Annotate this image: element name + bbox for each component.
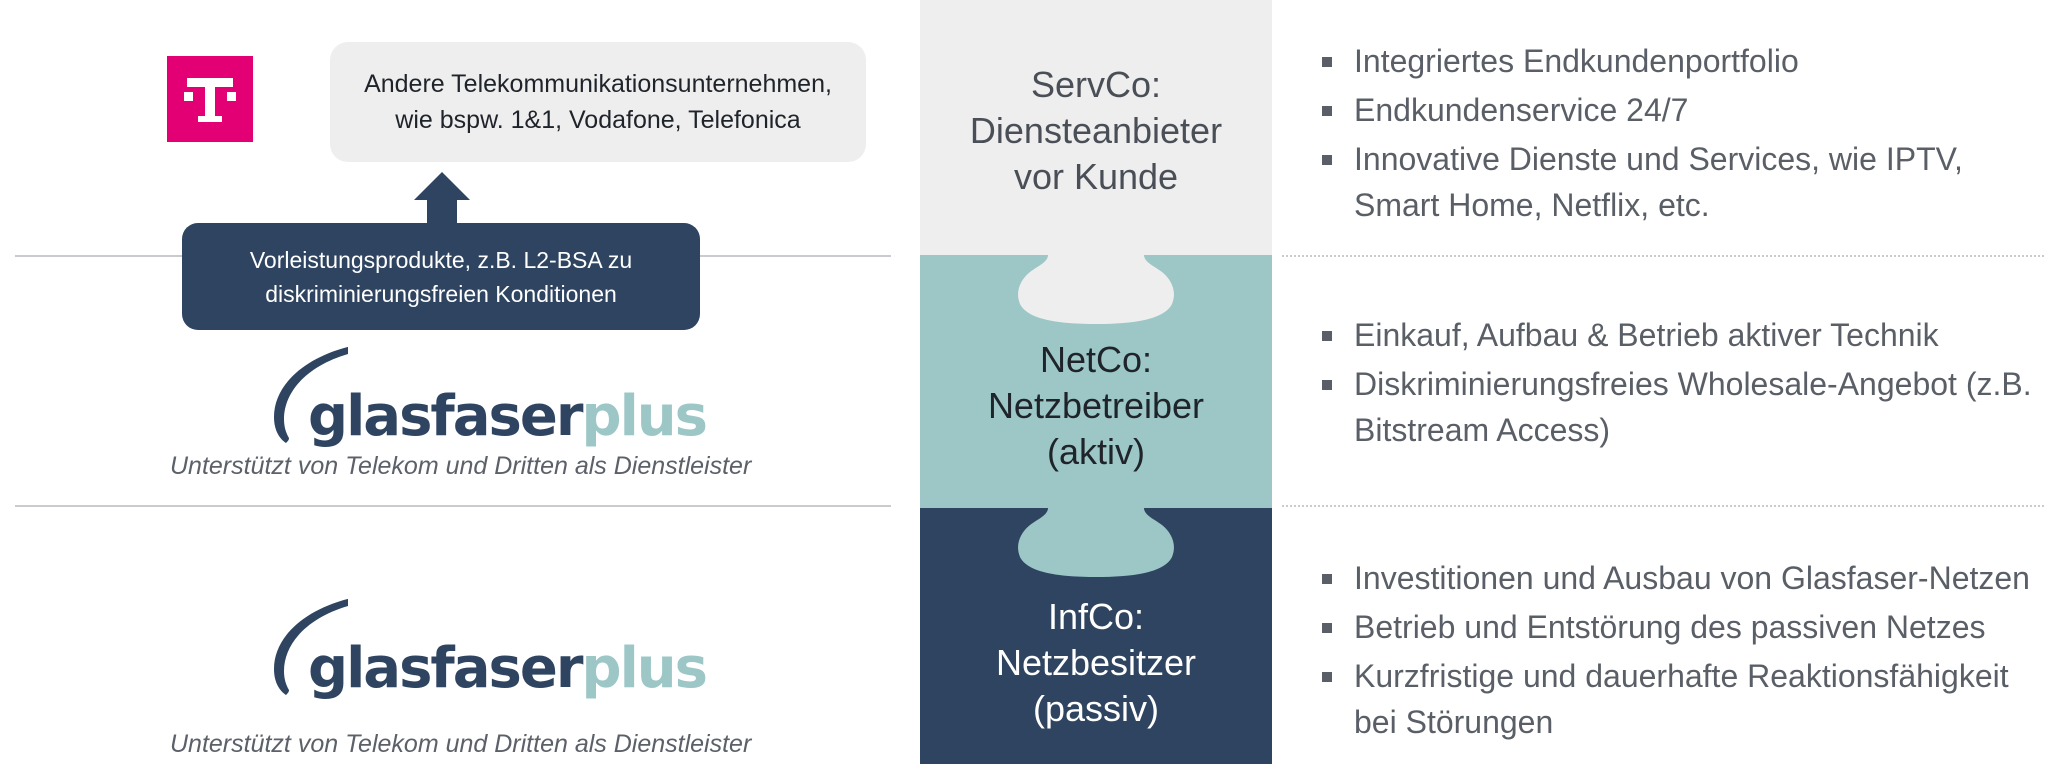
netco-label: NetCo: Netzbetreiber (aktiv) [920, 337, 1272, 475]
bullet-text: Einkauf, Aufbau & Betrieb aktiver Techni… [1354, 317, 1939, 353]
glasfaserplus-caption-infco: Unterstützt von Telekom und Dritten als … [170, 730, 752, 758]
glasfaserplus-caption-netco: Unterstützt von Telekom und Dritten als … [170, 452, 752, 480]
netco-label-line-1: NetCo: [1039, 339, 1153, 380]
servco-label-line-2: Diensteanbieter [969, 110, 1223, 151]
list-item: Diskriminierungsfreies Wholesale-Angebot… [1322, 361, 2032, 453]
list-item: Endkundenservice 24/7 [1322, 87, 1963, 133]
infco-label: InfCo: Netzbesitzer (passiv) [920, 594, 1272, 732]
glasfaser-wordmark: glasfaser [308, 384, 583, 449]
servco-label: ServCo: Diensteanbieter vor Kunde [920, 62, 1272, 200]
list-item: Integriertes Endkundenportfolio [1322, 38, 1963, 84]
infco-label-line-1: InfCo: [1047, 596, 1145, 637]
other-telcos-line-2: wie bspw. 1&1, Vodafone, Telefonica [395, 106, 801, 134]
other-telcos-line-1: Andere Telekommunikationsunternehmen, [364, 70, 832, 98]
layer-puzzle [920, 0, 1272, 764]
bullet-text-cont: bei Störungen [1354, 704, 1554, 740]
swoosh-icon [274, 346, 348, 443]
bullet-text: Kurzfristige und dauerhafte Reaktionsfäh… [1354, 658, 2009, 694]
list-item: Einkauf, Aufbau & Betrieb aktiver Techni… [1322, 312, 2032, 358]
list-item: Innovative Dienste und Services, wie IPT… [1322, 136, 1963, 228]
other-telcos-bubble: Andere Telekommunikationsunternehmen, wi… [330, 42, 866, 162]
infco-bullets: Investitionen und Ausbau von Glasfaser-N… [1322, 555, 2030, 745]
right-separator-top [1282, 255, 2044, 257]
glasfaserplus-logo-infco: glasfaserplus [268, 595, 708, 705]
bullet-text: Investitionen und Ausbau von Glasfaser-N… [1354, 560, 2030, 596]
list-item: Betrieb und Entstörung des passiven Netz… [1322, 604, 2030, 650]
swoosh-icon [274, 598, 348, 695]
bullet-text-cont: Bitstream Access) [1354, 412, 1611, 448]
bullet-text: Diskriminierungsfreies Wholesale-Angebot… [1354, 366, 2032, 402]
servco-bullets: Integriertes Endkundenportfolio Endkunde… [1322, 38, 1963, 228]
bullet-text: Betrieb und Entstörung des passiven Netz… [1354, 609, 1986, 645]
bullet-text: Endkundenservice 24/7 [1354, 92, 1689, 128]
bullet-text: Innovative Dienste und Services, wie IPT… [1354, 141, 1963, 177]
telekom-logo [167, 56, 253, 142]
right-separator-bottom [1282, 505, 2044, 507]
glasfaserplus-logo-netco: glasfaserplus [268, 343, 708, 453]
list-item: Kurzfristige und dauerhafte Reaktionsfäh… [1322, 653, 2030, 745]
left-separator-bottom [15, 505, 891, 507]
servco-label-line-3: vor Kunde [1013, 156, 1179, 197]
list-item: Investitionen und Ausbau von Glasfaser-N… [1322, 555, 2030, 601]
bullet-text: Integriertes Endkundenportfolio [1354, 43, 1799, 79]
plus-wordmark: plus [581, 384, 707, 449]
glasfaser-wordmark: glasfaser [308, 636, 583, 701]
netco-bullets: Einkauf, Aufbau & Betrieb aktiver Techni… [1322, 312, 2032, 453]
wholesale-products-box: Vorleistungsprodukte, z.B. L2-BSA zu dis… [182, 223, 700, 330]
netco-label-line-3: (aktiv) [1047, 431, 1145, 472]
netco-label-line-2: Netzbetreiber [987, 385, 1205, 426]
wholesale-line-2: diskriminierungsfreien Konditionen [265, 280, 617, 307]
arrow-up-icon [414, 172, 470, 228]
infco-label-line-2: Netzbesitzer [995, 642, 1197, 683]
infco-label-line-3: (passiv) [1032, 688, 1160, 729]
bullet-text-cont: Smart Home, Netflix, etc. [1354, 187, 1710, 223]
plus-wordmark: plus [581, 636, 707, 701]
infco-piece [920, 508, 1272, 764]
wholesale-line-1: Vorleistungsprodukte, z.B. L2-BSA zu [249, 246, 633, 273]
servco-label-line-1: ServCo: [1030, 64, 1162, 105]
